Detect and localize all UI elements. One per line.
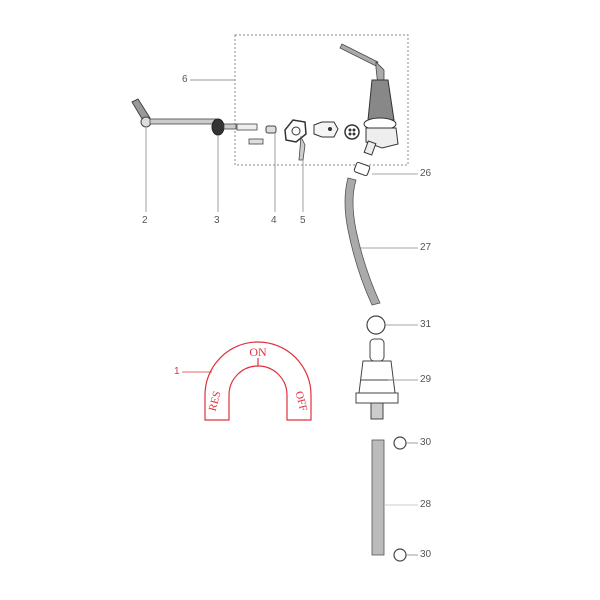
callout-3: 3	[214, 215, 220, 226]
callout-5: 5	[300, 215, 306, 226]
nut-part	[265, 125, 277, 134]
selector-res: RES	[207, 390, 224, 413]
callout-4: 4	[271, 215, 277, 226]
clamp-part-30-upper	[393, 436, 407, 450]
callout-1: 1	[174, 366, 180, 377]
callout-30-upper: 30	[420, 437, 432, 448]
fuel-filter-part	[355, 338, 399, 420]
selector-plate	[182, 341, 312, 421]
callout-2: 2	[142, 215, 148, 226]
assembly-box-6	[234, 34, 409, 166]
callout-30-lower: 30	[420, 549, 432, 560]
grommet-part	[211, 118, 225, 136]
control-lever-part	[131, 98, 217, 128]
callout-28: 28	[420, 499, 432, 510]
sleeve-part	[353, 161, 371, 177]
callout-31: 31	[420, 319, 432, 330]
fuel-tap-body	[339, 43, 399, 156]
callout-26: 26	[420, 168, 432, 179]
clamp-part-30-lower	[393, 548, 407, 562]
selector-on: ON	[249, 345, 267, 359]
hose-part-28	[371, 439, 385, 556]
clamp-part-31	[366, 315, 386, 335]
hose-part-27	[344, 177, 381, 306]
clip-part	[298, 135, 306, 161]
callout-29: 29	[420, 374, 432, 385]
selector-off: OFF	[292, 390, 309, 413]
callout-27: 27	[420, 242, 432, 253]
callout-6: 6	[182, 74, 188, 85]
